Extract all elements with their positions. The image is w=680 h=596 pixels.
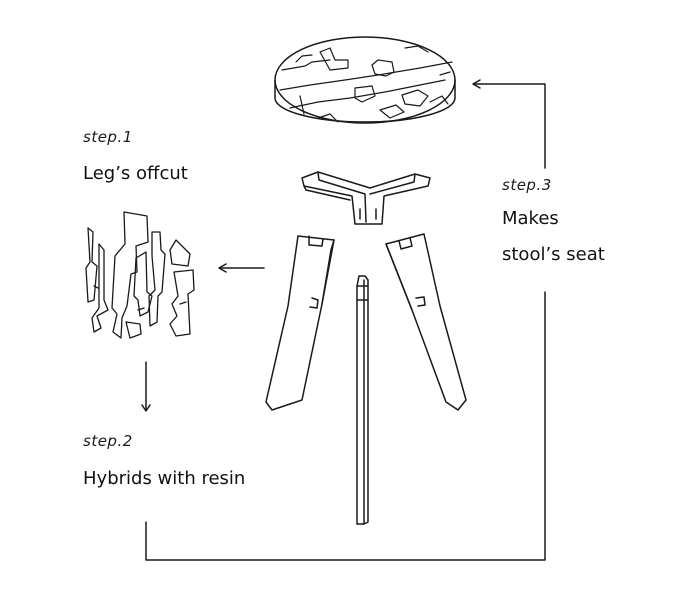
offcut-piece-8 <box>125 321 142 339</box>
stool-leg-left <box>265 235 335 411</box>
arrow-head-left <box>218 263 227 273</box>
bracket-outline <box>301 171 431 225</box>
offcut-piece-4 <box>133 251 153 317</box>
leg-center-outline <box>356 275 369 525</box>
leg-offcut-pieces <box>85 211 195 339</box>
stool-leg-right <box>385 233 467 411</box>
step1-number: step.1 <box>83 128 133 146</box>
offcut-piece-6 <box>169 239 191 267</box>
arrow-head-down <box>141 404 151 412</box>
step3-label-line1: Makes <box>502 208 559 229</box>
offcut-piece-7 <box>169 269 195 337</box>
leg-left-outline <box>265 235 335 411</box>
stool-leg-center <box>356 275 369 525</box>
stool-bracket <box>301 171 431 225</box>
offcut-piece-5 <box>148 231 166 327</box>
leg-right-outline <box>385 233 467 411</box>
arrow-head-left-seat <box>472 79 481 89</box>
seat-resin-pattern <box>279 45 453 123</box>
step3-number: step.3 <box>502 176 552 194</box>
seat-top <box>274 36 456 124</box>
step3-label-line2: stool’s seat <box>502 244 605 265</box>
offcut-piece-2 <box>91 243 109 333</box>
step1-label: Leg’s offcut <box>83 163 188 184</box>
loop-line-step2-to-step3 <box>145 291 546 561</box>
flow-lines <box>141 79 546 561</box>
stool-seat <box>274 36 456 124</box>
arrow-step3-to-seat <box>473 83 546 169</box>
step2-label: Hybrids with resin <box>83 468 246 489</box>
seat-rim <box>274 79 456 123</box>
step2-number: step.2 <box>83 432 133 450</box>
offcut-piece-1 <box>85 227 98 303</box>
offcut-piece-3 <box>111 211 149 339</box>
